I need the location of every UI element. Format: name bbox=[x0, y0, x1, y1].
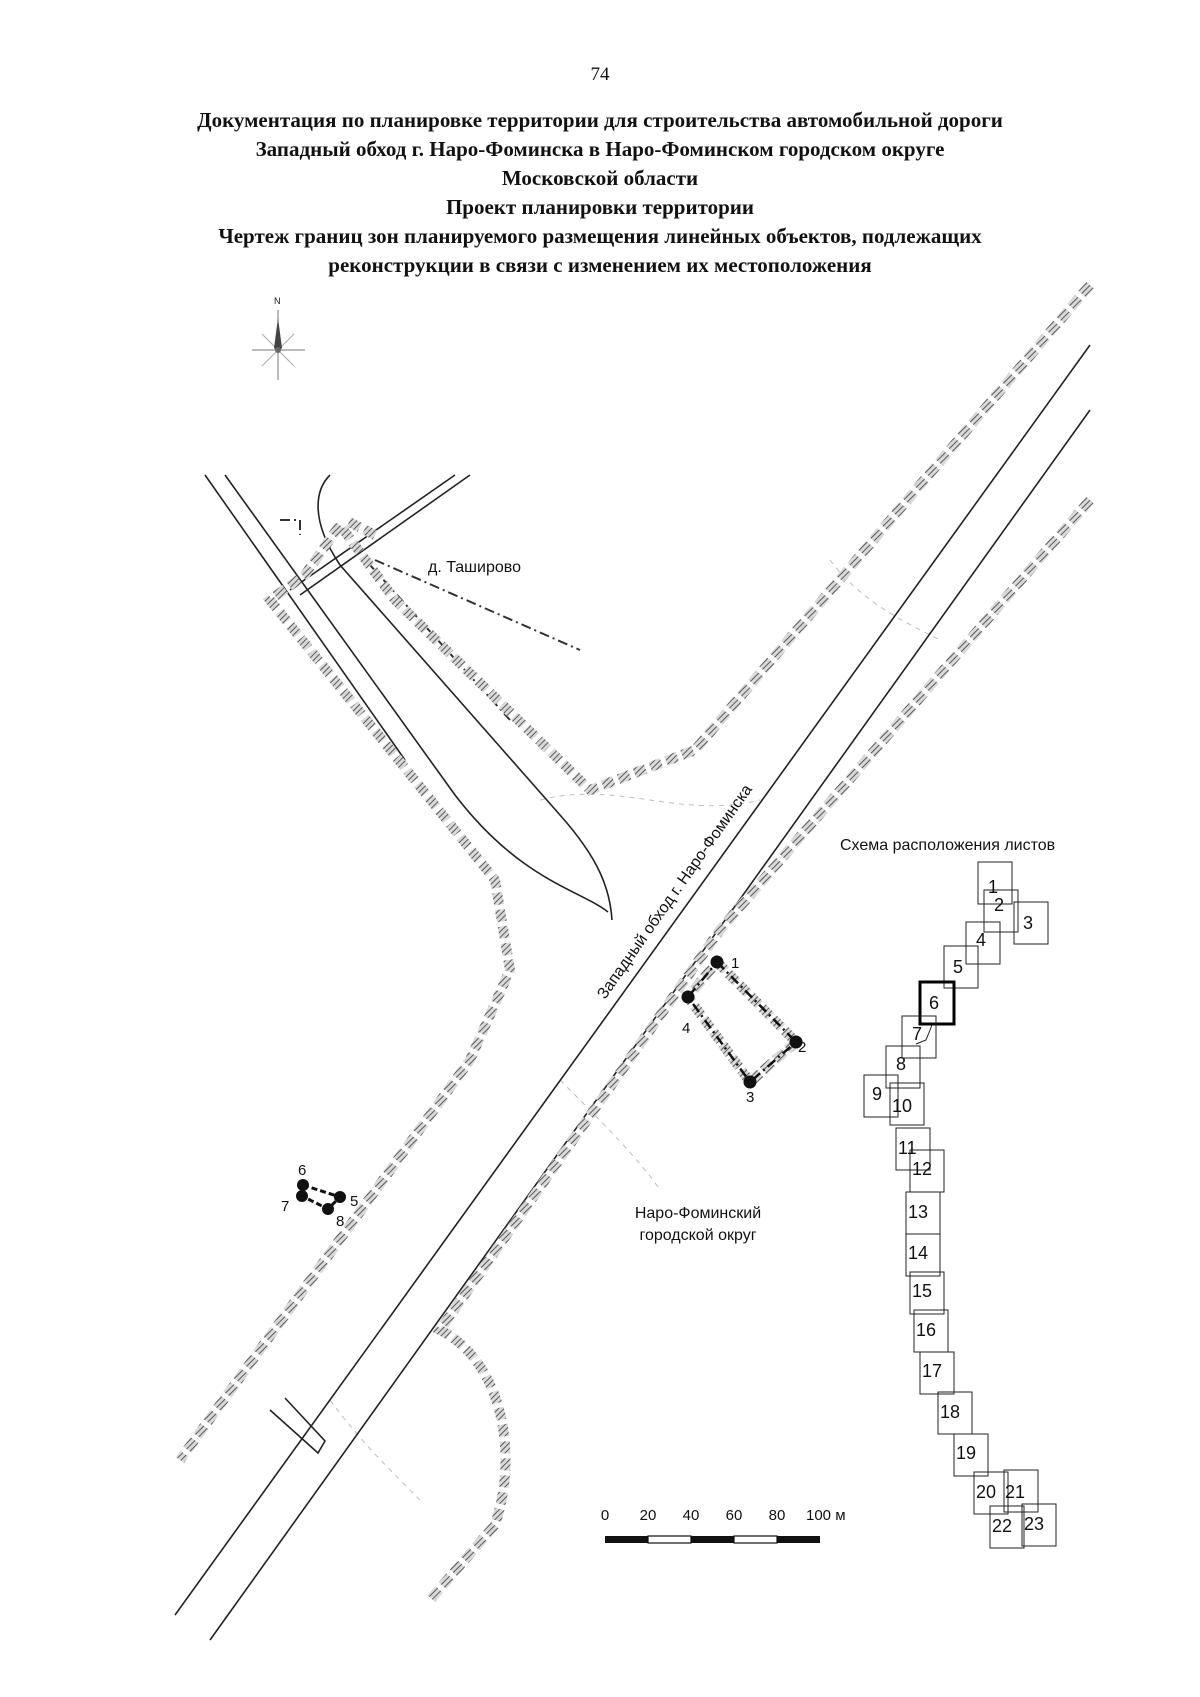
sheet-number: 5 bbox=[953, 957, 963, 977]
sheet-number: 15 bbox=[912, 1281, 932, 1301]
sheet-number: 20 bbox=[976, 1482, 996, 1502]
document-title: Документация по планировке территории дл… bbox=[150, 106, 1050, 280]
sheet-number: 2 bbox=[994, 895, 1004, 915]
sheet-scheme: Схема расположения листов bbox=[840, 837, 1057, 1549]
sheet-scheme-title: Схема расположения листов bbox=[840, 837, 1055, 854]
sheet-number: 10 bbox=[892, 1096, 912, 1116]
sheet-number: 18 bbox=[940, 1402, 960, 1422]
zone-boundary-north bbox=[175, 281, 1094, 1463]
sheet-number: 8 bbox=[896, 1054, 906, 1074]
boundary-points bbox=[296, 955, 803, 1215]
side-road bbox=[204, 474, 613, 921]
title-line: реконструкции в связи с изменением их ме… bbox=[328, 253, 872, 277]
road-stub bbox=[269, 1397, 326, 1455]
point-marker bbox=[297, 1179, 309, 1191]
north-arrow-icon: N bbox=[252, 296, 305, 380]
point-label: 1 bbox=[731, 955, 739, 972]
sheet-number: 12 bbox=[912, 1159, 932, 1179]
point-marker bbox=[681, 990, 695, 1004]
point-label: 6 bbox=[298, 1162, 306, 1179]
zone-boundaries bbox=[175, 281, 1094, 1604]
point-label: 4 bbox=[682, 1020, 690, 1037]
sheet-number: 4 bbox=[976, 930, 986, 950]
point-marker bbox=[789, 1035, 803, 1049]
point-marker bbox=[296, 1190, 308, 1202]
point-label: 2 bbox=[798, 1039, 806, 1056]
sheet-number: 7 bbox=[912, 1024, 922, 1044]
sheet-number: 1 bbox=[988, 877, 998, 897]
point-label: 3 bbox=[746, 1089, 754, 1106]
point-label: 8 bbox=[336, 1213, 344, 1230]
scale-tick-label: 80 bbox=[769, 1507, 786, 1524]
point-marker bbox=[710, 955, 724, 969]
sheet-number: 11 bbox=[898, 1138, 917, 1158]
district-label-line-1: Наро-Фоминский bbox=[635, 1205, 761, 1222]
title-line: Документация по планировке территории дл… bbox=[197, 108, 1003, 132]
background-paths bbox=[329, 559, 941, 1501]
scale-tick-label: 40 bbox=[683, 1507, 700, 1524]
title-line: Чертеж границ зон планируемого размещени… bbox=[218, 224, 982, 248]
relocation-zone-1 bbox=[681, 954, 804, 1090]
scale-tick-label: 60 bbox=[726, 1507, 743, 1524]
point-marker bbox=[743, 1075, 757, 1089]
point-marker bbox=[322, 1203, 334, 1215]
sheet-number: 22 bbox=[992, 1516, 1012, 1536]
title-line: Московской области bbox=[501, 166, 699, 190]
title-line: Проект планировки территории bbox=[445, 195, 755, 219]
point-label: 7 bbox=[281, 1198, 289, 1215]
page-number: 74 bbox=[590, 64, 610, 85]
zone-boundary-village bbox=[342, 515, 378, 540]
scale-tick-label: 100 м bbox=[806, 1507, 846, 1524]
point-label: 5 bbox=[350, 1193, 358, 1210]
scale-tick-label: 0 bbox=[601, 1507, 609, 1524]
sheet-number: 3 bbox=[1023, 913, 1033, 933]
scale-bar: 0 20 40 60 80 100 м bbox=[601, 1507, 846, 1544]
sheet-number: 17 bbox=[922, 1361, 942, 1381]
village-label: д. Таширово bbox=[428, 559, 521, 576]
sheet-number: 21 bbox=[1005, 1482, 1025, 1502]
sheet-number: 13 bbox=[908, 1202, 928, 1222]
sheet-number: 9 bbox=[872, 1084, 882, 1104]
district-label-line-2: городской округ bbox=[639, 1227, 756, 1244]
sheet-number: 19 bbox=[956, 1443, 976, 1463]
sheet-number: 14 bbox=[908, 1243, 928, 1263]
sheet-number-highlighted: 6 bbox=[929, 993, 939, 1013]
title-line: Западный обход г. Наро-Фоминска в Наро-Ф… bbox=[255, 137, 945, 161]
point-labels: 1 2 3 4 5 6 7 8 bbox=[281, 955, 806, 1230]
scale-tick-label: 20 bbox=[640, 1507, 657, 1524]
sheet-number: 23 bbox=[1024, 1514, 1044, 1534]
zone-boundary-south bbox=[426, 496, 1094, 1604]
sheet-number: 16 bbox=[916, 1320, 936, 1340]
point-marker bbox=[334, 1191, 346, 1203]
north-label: N bbox=[274, 296, 281, 306]
